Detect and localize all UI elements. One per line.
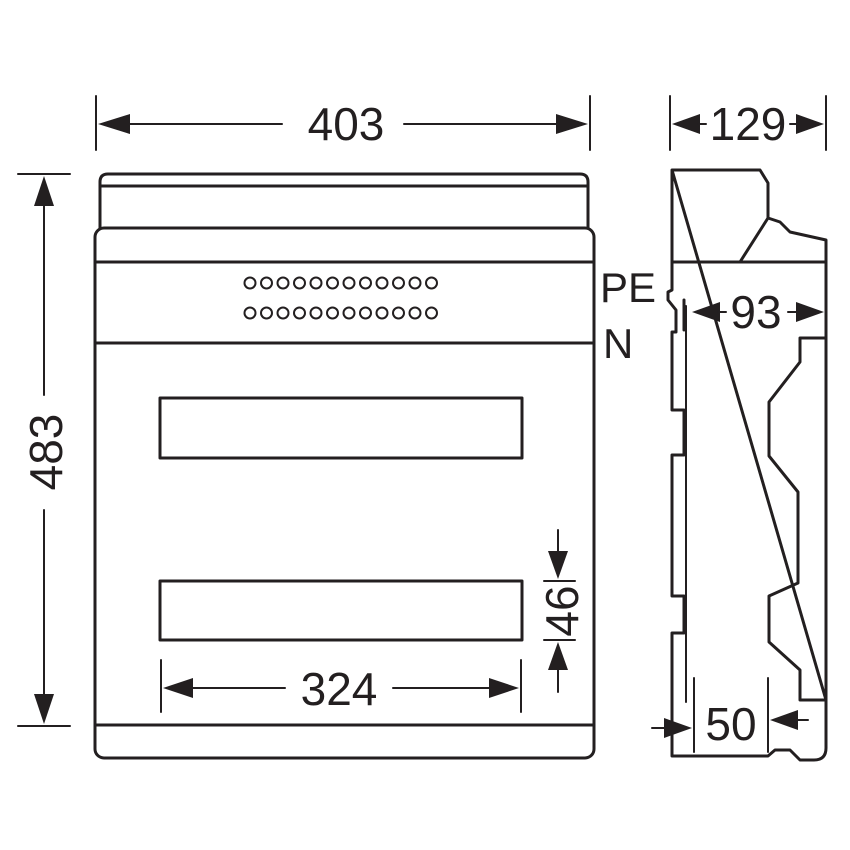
depth-value: 129 xyxy=(710,98,787,150)
terminal-hole xyxy=(392,306,405,320)
rail-offset-value: 50 xyxy=(705,698,756,750)
terminal-hole xyxy=(309,306,323,320)
window-height-value: 46 xyxy=(536,585,588,636)
terminal-block xyxy=(243,276,438,320)
window-lower xyxy=(158,579,524,642)
terminal-hole xyxy=(408,306,422,320)
terminal-hole xyxy=(425,276,438,290)
terminal-hole xyxy=(375,276,389,290)
terminal-hole xyxy=(375,306,389,320)
enclosure-lid xyxy=(98,172,590,230)
terminal-hole xyxy=(276,276,290,290)
terminal-hole xyxy=(342,306,356,320)
side-view xyxy=(666,168,828,762)
pe-label: PE xyxy=(600,264,656,311)
terminal-hole xyxy=(309,276,323,290)
terminal-hole xyxy=(243,306,257,320)
terminal-hole xyxy=(260,306,273,320)
window-upper xyxy=(158,396,524,460)
terminal-hole xyxy=(359,306,372,320)
terminal-hole xyxy=(276,306,290,320)
terminal-hole xyxy=(342,276,356,290)
terminal-hole xyxy=(293,306,306,320)
height-value: 483 xyxy=(20,414,72,491)
enclosure-body xyxy=(93,226,596,760)
width-value: 403 xyxy=(308,98,385,150)
terminal-hole xyxy=(293,276,306,290)
terminal-hole xyxy=(392,276,405,290)
dimension-rail-offset: 50 xyxy=(651,677,809,753)
terminal-hole xyxy=(243,276,257,290)
inner-depth-value: 93 xyxy=(730,286,781,338)
dimension-inner-depth: 93 xyxy=(692,286,824,338)
terminal-hole xyxy=(359,276,372,290)
dimension-width: 403 xyxy=(95,95,591,151)
side-profile-outline xyxy=(666,168,828,762)
n-label: N xyxy=(603,320,633,367)
dimension-height: 483 xyxy=(17,173,72,727)
terminal-hole xyxy=(425,306,438,320)
window-width-value: 324 xyxy=(301,663,378,715)
terminal-hole xyxy=(326,306,339,320)
terminal-hole xyxy=(326,276,339,290)
terminal-hole xyxy=(408,276,422,290)
terminal-hole xyxy=(260,276,273,290)
dimension-depth: 129 xyxy=(669,95,827,151)
front-view xyxy=(93,172,596,760)
dimension-window-width: 324 xyxy=(160,659,522,715)
dimension-window-height: 46 xyxy=(536,529,588,693)
